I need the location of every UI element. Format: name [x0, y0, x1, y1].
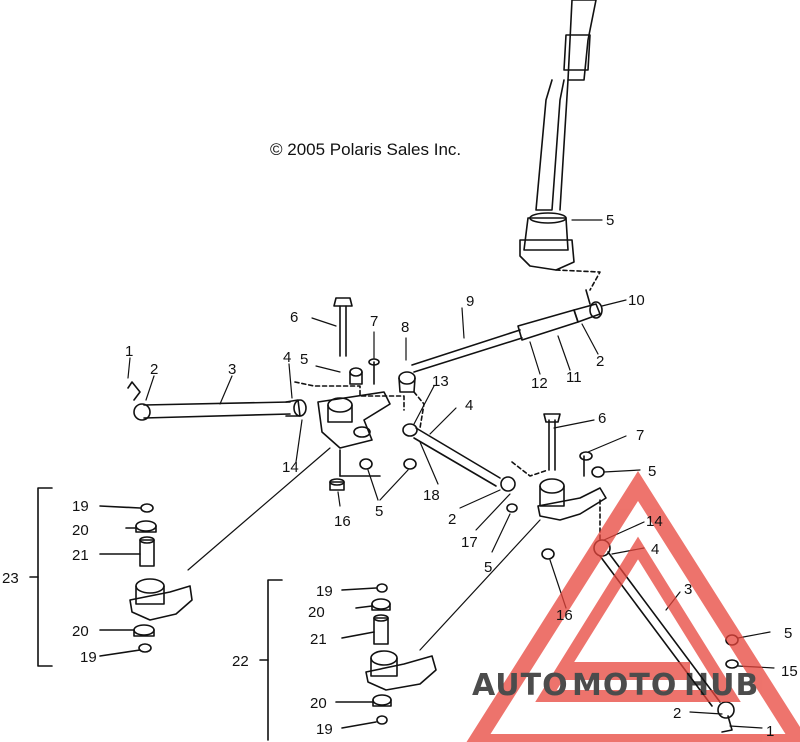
callout-19: 19 [72, 498, 89, 515]
callout-5: 5 [484, 559, 492, 576]
kit-22 [259, 579, 437, 741]
callout-3: 3 [684, 581, 692, 598]
left-idler-arm [294, 297, 405, 449]
callout-18: 18 [423, 487, 440, 504]
callout-15: 15 [781, 663, 798, 680]
callout-4: 4 [283, 349, 291, 366]
callout-5: 5 [648, 463, 656, 480]
callout-1: 1 [766, 723, 774, 740]
callout-6: 6 [290, 309, 298, 326]
callout-16: 16 [556, 607, 573, 624]
copyright-notice: © 2005 Polaris Sales Inc. [270, 140, 462, 159]
steering-column [519, 0, 597, 271]
callout-20: 20 [72, 522, 89, 539]
drag-link-9 [398, 289, 603, 393]
callout-5: 5 [784, 625, 792, 642]
callout-19: 19 [316, 721, 333, 738]
callout-14: 14 [646, 513, 663, 530]
callout-5: 5 [375, 503, 383, 520]
callout-22: 22 [232, 653, 249, 670]
callout-14: 14 [282, 459, 299, 476]
callout-12: 12 [531, 375, 548, 392]
callout-21: 21 [72, 547, 89, 564]
callout-labels: 1 2 3 4 5 6 7 8 9 10 5 2 11 12 14 13 4 1… [2, 212, 798, 740]
callout-3: 3 [228, 361, 236, 378]
callout-7: 7 [636, 427, 644, 444]
right-idler-arm [506, 413, 607, 560]
callout-8: 8 [401, 319, 409, 336]
callout-23: 23 [2, 570, 19, 587]
callout-2: 2 [448, 511, 456, 528]
automotohub-watermark: AUTO MOTO HUB [466, 471, 800, 742]
callout-4: 4 [465, 397, 473, 414]
callout-7: 7 [370, 313, 378, 330]
watermark-auto: AUTO [472, 668, 569, 703]
callout-5: 5 [300, 351, 308, 368]
callout-19: 19 [80, 649, 97, 666]
callout-21: 21 [310, 631, 327, 648]
kit-23 [29, 487, 193, 667]
callout-1: 1 [125, 343, 133, 360]
right-tie-rod-3 [593, 539, 739, 733]
callout-6: 6 [598, 410, 606, 427]
callout-5: 5 [606, 212, 614, 229]
callout-10: 10 [628, 292, 645, 309]
callout-4: 4 [651, 541, 659, 558]
callout-11: 11 [566, 369, 582, 386]
left-tie-rod-3 [127, 381, 307, 421]
callout-20: 20 [310, 695, 327, 712]
callout-2: 2 [150, 361, 158, 378]
callout-16: 16 [334, 513, 351, 530]
callout-2: 2 [673, 705, 681, 722]
watermark-moto: MOTO [572, 668, 677, 703]
callout-13: 13 [432, 373, 449, 390]
watermark-hub: HUB [684, 668, 759, 703]
callout-9: 9 [466, 293, 474, 310]
callout-2: 2 [596, 353, 604, 370]
callout-17: 17 [461, 534, 478, 551]
callout-19: 19 [316, 583, 333, 600]
callout-20: 20 [308, 604, 325, 621]
callout-20: 20 [72, 623, 89, 640]
